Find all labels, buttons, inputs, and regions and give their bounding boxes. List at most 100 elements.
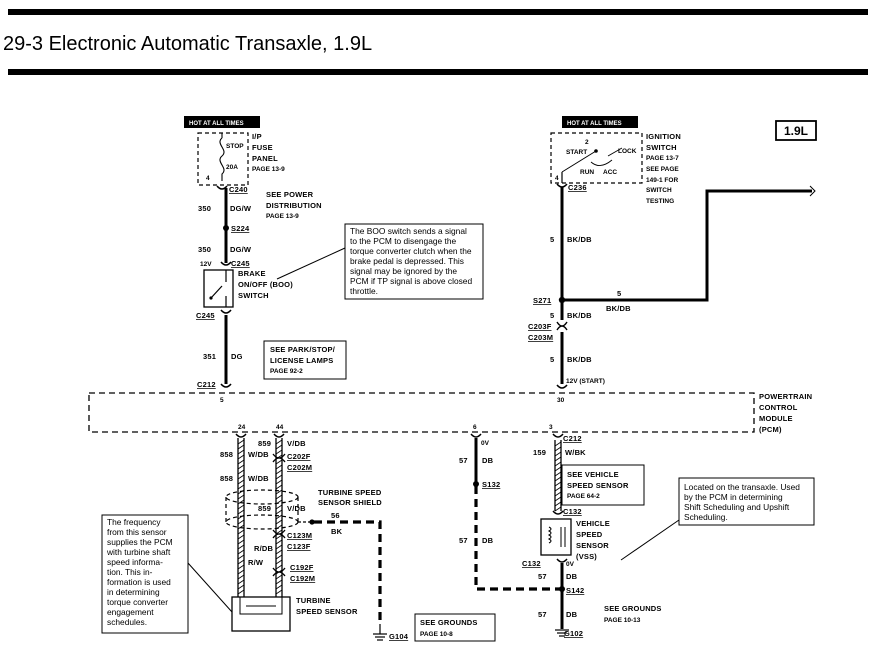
fuse-stop-label: STOP — [226, 143, 244, 150]
shield-bottom — [225, 514, 299, 530]
ignition-page-5: TESTING — [646, 198, 674, 205]
hatch-mark — [275, 554, 283, 560]
c245-bottom-connector — [220, 309, 232, 314]
hatch-mark — [554, 471, 562, 477]
hatch-mark — [237, 449, 245, 455]
hot-label-right-bg — [562, 116, 638, 128]
vss-note-line-4: Scheduling. — [684, 512, 728, 522]
hatch-mark — [237, 544, 245, 550]
wire-859-top-color: V/DB — [287, 439, 306, 448]
wire-rw-color: R/W — [248, 558, 264, 567]
hatch-mark — [554, 506, 562, 512]
wire-57-b-circuit: 57 — [459, 536, 468, 545]
wire-56-color: BK — [331, 527, 343, 536]
ground-g104-label: G104 — [389, 632, 409, 641]
ignition-pos-lock: LOCK — [618, 148, 637, 155]
hatch-mark — [237, 569, 245, 575]
vss-volt-2: 0V — [566, 561, 575, 568]
tss-note-line-8: in determining — [107, 587, 160, 597]
vss-note-pointer — [620, 519, 680, 561]
wire-350-b-circuit: 350 — [198, 245, 211, 254]
tss-note-line-6: tion. This in- — [107, 567, 153, 577]
hatch-mark — [275, 519, 283, 525]
boo-switch-contact — [209, 296, 213, 300]
wire-57-d-color: DB — [566, 610, 578, 619]
hatch-mark — [554, 441, 562, 447]
vss-ref-3: PAGE 64-2 — [567, 493, 600, 500]
c203f-label: C203F — [528, 322, 552, 331]
pcm-name-2: CONTROL — [759, 403, 798, 412]
hatch-mark — [275, 549, 283, 555]
c202m-label: C202M — [287, 463, 312, 472]
hatch-mark — [237, 469, 245, 475]
pcm-pin-44: 44 — [276, 424, 284, 431]
hatch-mark — [237, 504, 245, 510]
c132-bottom-connector — [556, 558, 568, 563]
boo-volt: 12V — [200, 261, 212, 268]
c202-connector — [272, 453, 286, 463]
tss-sensor-box — [231, 596, 291, 632]
c236-label: C236 — [568, 183, 587, 192]
wire-5-low-color: BK/DB — [567, 355, 592, 364]
boo-note-line-7: throttle. — [350, 286, 378, 296]
pcm-pin-6: 6 — [473, 424, 477, 431]
c212-right-connector — [552, 433, 564, 438]
tss-note-pointer — [187, 562, 233, 613]
c132-top-label: C132 — [563, 507, 582, 516]
c123f-label: C123F — [287, 542, 311, 551]
hatch-mark — [237, 444, 245, 450]
tss-note-line-4: with turbine shaft — [106, 547, 171, 557]
c132-bottom-label: C132 — [522, 559, 541, 568]
wire-858-mid-circuit: 858 — [220, 474, 233, 483]
fuse-panel-name-1: I/P — [252, 132, 262, 141]
hatch-mark — [275, 559, 283, 565]
boo-note-pointer — [276, 247, 346, 280]
splice-s224-label: S224 — [231, 224, 250, 233]
wire-350-a-color: DG/W — [230, 204, 252, 213]
pcm-pin-24: 24 — [238, 424, 246, 431]
wire-5-mid-circuit: 5 — [550, 311, 554, 320]
wire-57-c-color: DB — [566, 572, 578, 581]
hatch-mark — [275, 479, 283, 485]
boo-name-3: SWITCH — [238, 291, 269, 300]
splice-s142-label: S142 — [566, 586, 584, 595]
ignition-contacts — [590, 147, 623, 166]
hatch-mark — [554, 461, 562, 467]
pcm-tss-connector-b — [273, 433, 285, 438]
fuse-pin: 4 — [206, 175, 210, 182]
tss-name-1: TURBINE — [296, 596, 331, 605]
hatch-mark — [237, 454, 245, 460]
ground-g102-icon — [555, 629, 569, 637]
wire-56-circuit: 56 — [331, 511, 340, 520]
ignition-pin-2: 2 — [585, 139, 589, 146]
hatch-mark — [237, 559, 245, 565]
shield-drain-node — [309, 519, 315, 525]
wire-break — [809, 185, 816, 197]
hatch-mark — [275, 464, 283, 470]
vss-name-2: SPEED — [576, 530, 603, 539]
hatch-mark — [237, 574, 245, 580]
hatch-mark — [237, 534, 245, 540]
wire-351-circuit: 351 — [203, 352, 216, 361]
hot-label-right: HOT AT ALL TIMES — [567, 121, 622, 127]
ground-g102-ref-2: PAGE 10-13 — [604, 617, 641, 624]
hatch-mark — [275, 504, 283, 510]
vss-name-3: SENSOR — [576, 541, 609, 550]
power-dist-ref-3: PAGE 13-9 — [266, 213, 299, 220]
c132-top-connector — [552, 510, 564, 515]
hatch-mark — [275, 534, 283, 540]
shield-name-1: TURBINE SPEED — [318, 488, 382, 497]
hatch-mark — [237, 464, 245, 470]
wire-350-b-color: DG/W — [230, 245, 252, 254]
hatch-mark — [554, 466, 562, 472]
park-stop-ref-2: LICENSE LAMPS — [270, 356, 333, 365]
wire-57-a-color: DB — [482, 456, 494, 465]
boo-name-1: BRAKE — [238, 269, 266, 278]
vss-ref-box — [561, 464, 645, 506]
ignition-rotor — [561, 150, 597, 173]
hatch-mark — [275, 574, 283, 580]
hatch-mark — [275, 509, 283, 515]
hatch-mark — [237, 564, 245, 570]
ignition-pos-start: START — [566, 149, 587, 156]
